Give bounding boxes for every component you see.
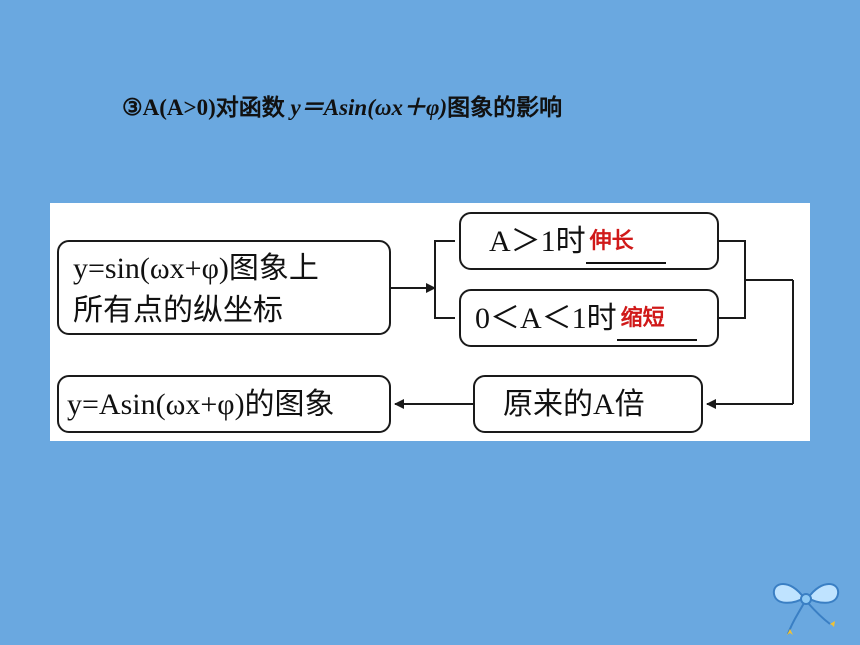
heading-formula: y＝Asin(ωx＋φ) xyxy=(290,95,448,120)
case-a-between-0-and-1-box: 0＜A＜1时缩短 xyxy=(459,289,719,347)
heading-suffix: 图象的影响 xyxy=(447,95,563,120)
start-box-line2: 所有点的纵坐标 xyxy=(73,294,283,327)
result-box-label: y=Asin(ωx+φ)的图象 xyxy=(67,388,335,421)
case-lt1-label: 0＜A＜1时 xyxy=(475,302,617,335)
ribbon-bow-icon xyxy=(772,583,840,635)
case-gt1-blank: 伸长 xyxy=(585,228,666,264)
flow-diagram: y=sin(ωx+φ)图象上 所有点的纵坐标 A＞1时伸长 0＜A＜1时缩短 y… xyxy=(50,203,810,441)
case-lt1-answer: 缩短 xyxy=(620,306,665,331)
section-heading: ③A(A>0)对函数 y＝Asin(ωx＋φ)图象的影响 xyxy=(122,88,562,122)
result-box: y=Asin(ωx+φ)的图象 xyxy=(57,375,391,433)
case-lt1-blank: 缩短 xyxy=(616,305,697,341)
multiply-box-label: 原来的A倍 xyxy=(503,388,645,421)
start-box: y=sin(ωx+φ)图象上 所有点的纵坐标 xyxy=(57,240,391,335)
start-box-line1: y=sin(ωx+φ)图象上 xyxy=(73,252,319,285)
case-a-greater-than-1-box: A＞1时伸长 xyxy=(459,212,719,270)
heading-prefix: ③A(A>0)对函数 xyxy=(122,95,291,120)
left-bracket xyxy=(434,240,455,319)
case-gt1-label: A＞1时 xyxy=(489,225,586,258)
case-gt1-answer: 伸长 xyxy=(589,229,634,254)
connector-lines xyxy=(391,240,794,409)
right-bracket xyxy=(719,240,746,319)
multiply-box: 原来的A倍 xyxy=(473,375,703,433)
